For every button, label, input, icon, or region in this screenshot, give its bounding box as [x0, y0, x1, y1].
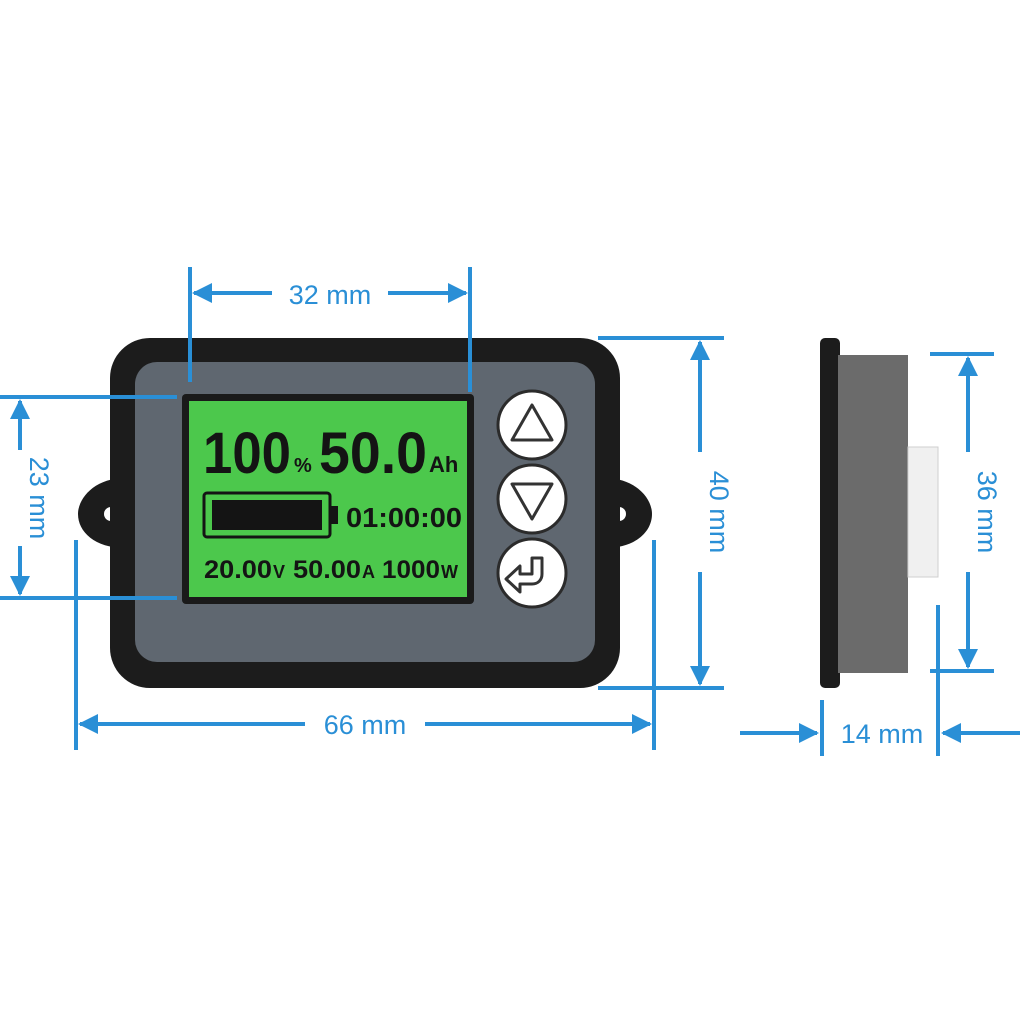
lcd-power-unit: W: [441, 562, 458, 582]
down-triangle-icon: [510, 482, 554, 521]
lcd-current-unit: A: [362, 562, 375, 582]
lcd-percent-unit: %: [294, 455, 312, 477]
lcd-capacity-value: 50.0: [319, 421, 427, 486]
side-body: [838, 355, 908, 673]
front-dimensions: [0, 267, 724, 750]
lcd-voltage-unit: V: [273, 562, 285, 582]
lcd-current-value: 50.00: [293, 556, 361, 584]
battery-icon: [202, 491, 338, 539]
body-width-label: 66 mm: [324, 710, 407, 740]
enter-button[interactable]: [496, 537, 568, 609]
lcd-capacity-unit: Ah: [429, 452, 458, 477]
up-triangle-icon: [510, 403, 554, 442]
side-view: [820, 338, 939, 688]
side-height-label: 36 mm: [972, 471, 1002, 554]
up-button[interactable]: [496, 389, 568, 461]
screen-height-label: 23 mm: [24, 457, 54, 540]
lcd-time: 01:00:00: [346, 502, 462, 533]
front-view: 100 % 50.0 Ah 01:00:00 20.00 V 50.00 A 1…: [78, 338, 652, 688]
enter-arrow-icon: [504, 556, 544, 594]
body-height-label: 40 mm: [704, 471, 734, 554]
side-connector: [907, 446, 939, 578]
lcd-voltage-value: 20.00: [204, 556, 272, 584]
screen-width-label: 32 mm: [289, 280, 372, 310]
side-dimensions: [740, 352, 1020, 756]
lcd-screen: [189, 401, 467, 597]
side-front-flange: [820, 338, 840, 688]
side-depth-label: 14 mm: [841, 719, 924, 749]
down-button[interactable]: [496, 463, 568, 535]
lcd-percent-value: 100: [203, 421, 291, 486]
lcd-power-value: 1000: [382, 556, 440, 584]
